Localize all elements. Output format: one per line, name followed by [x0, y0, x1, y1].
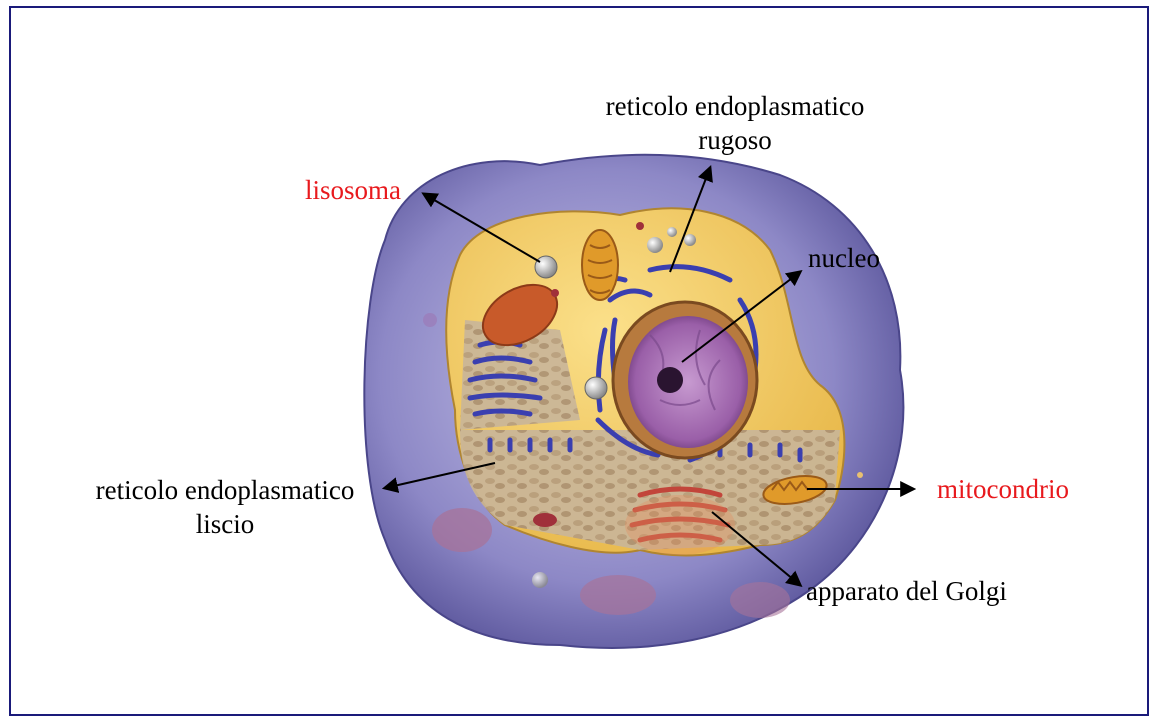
label-lysosome: lisosoma: [305, 173, 401, 207]
vesicle: [636, 222, 644, 230]
label-mitochondrion: mitocondrio: [937, 472, 1069, 506]
nucleolus: [657, 367, 683, 393]
outer-vesicle: [432, 508, 492, 552]
outer-vesicle: [730, 582, 790, 618]
vesicle: [551, 289, 559, 297]
label-rough-er: reticolo endoplasmatico rugoso: [600, 89, 870, 157]
label-golgi: apparato del Golgi: [806, 574, 1007, 608]
nucleus-body: [628, 316, 748, 448]
mitochondrion-top: [582, 230, 618, 300]
label-smooth-er: reticolo endoplasmatico liscio: [45, 473, 405, 541]
outer-vesicle: [423, 313, 437, 327]
lysosome-2: [585, 377, 607, 399]
lysosome-1: [535, 256, 557, 278]
golgi-area: [625, 495, 735, 555]
vesicle: [533, 513, 557, 527]
vesicle: [667, 227, 677, 237]
vesicle: [684, 234, 696, 246]
vesicle: [647, 237, 663, 253]
outer-vesicle: [532, 572, 548, 588]
outer-vesicle: [580, 575, 656, 615]
vesicle: [857, 472, 863, 478]
label-nucleus: nucleo: [808, 241, 880, 275]
